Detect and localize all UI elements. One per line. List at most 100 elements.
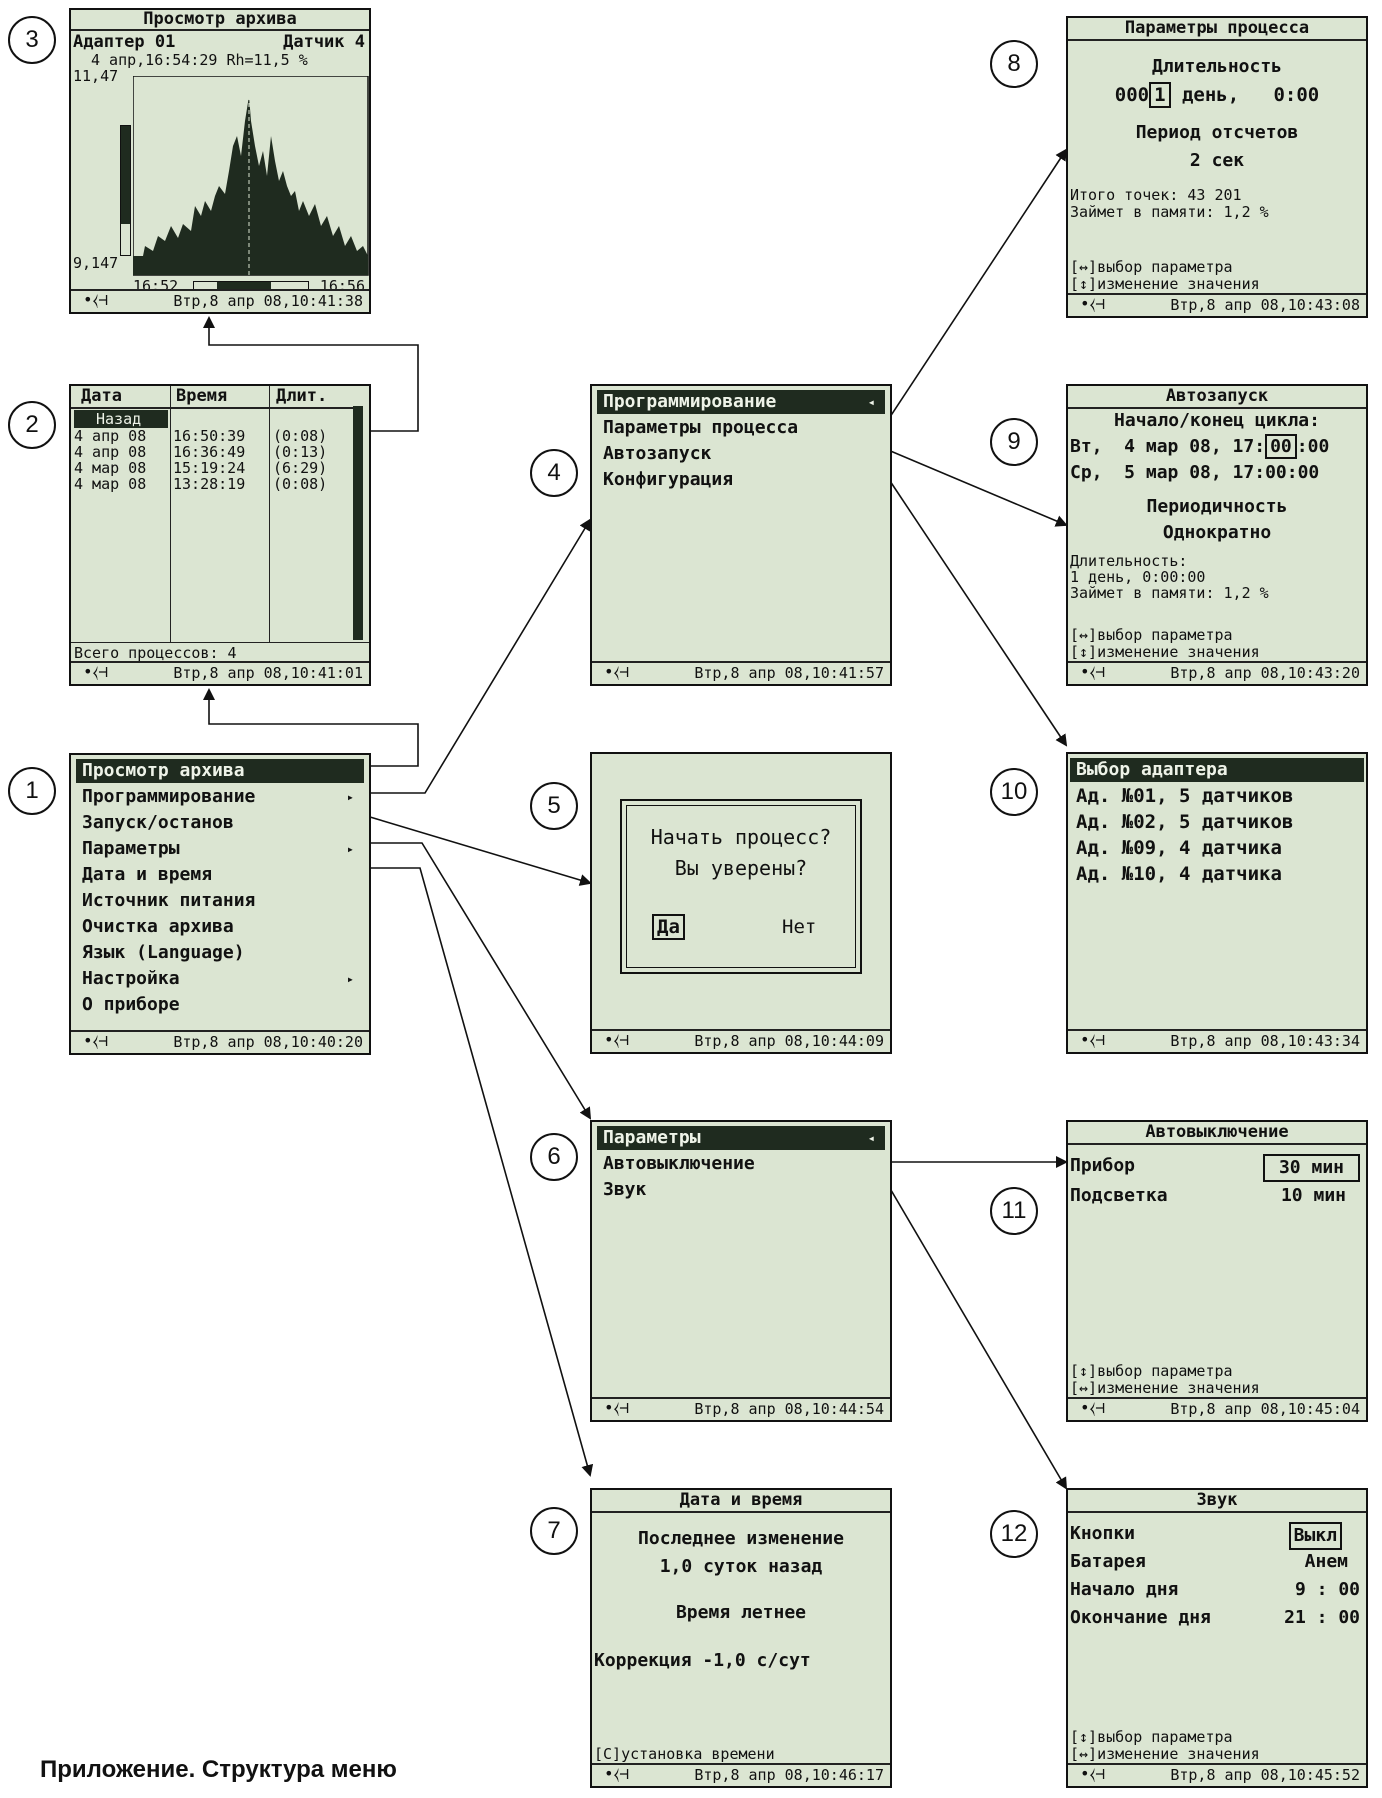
status-bar: •⧼⊣Втр,8 апр 08,10:41:38 — [71, 289, 369, 312]
menu-item-power-source[interactable]: Источник питания — [82, 890, 256, 911]
label-6: 6 — [530, 1133, 578, 1181]
cycle-end[interactable]: Ср, 5 мар 08, 17:00:00 — [1070, 462, 1320, 483]
footer-caption: Приложение. Структура меню — [40, 1756, 397, 1783]
screen-parameters: Параметры◂ Автовыключение Звук •⧼⊣Втр,8 … — [590, 1120, 892, 1422]
status-bar: •⧼⊣Втр,8 апр 08,10:45:52 — [1068, 1763, 1366, 1786]
usb-icon: •⧼⊣ — [83, 1031, 108, 1050]
confirm-question: Начать процесс? — [650, 825, 832, 849]
cycle-cursor[interactable]: 00 — [1265, 434, 1297, 459]
menu-item-configuration[interactable]: Конфигурация — [603, 469, 734, 490]
hint-change: [↔]изменение значения — [1070, 1379, 1260, 1397]
arrow-6-to-12 — [887, 1184, 1068, 1490]
back-arrow-icon: ◂ — [867, 1131, 875, 1145]
submenu-arrow-icon: ▸ — [346, 972, 354, 986]
cycle-start[interactable]: Вт, 4 мар 08, 17:00:00 — [1070, 434, 1330, 459]
hint-select: [↕]выбор параметра — [1070, 1728, 1233, 1746]
label-5: 5 — [530, 782, 578, 830]
screen-title: Параметры процесса — [1068, 18, 1366, 41]
day-start-value[interactable]: 9 : 00 — [1294, 1579, 1360, 1600]
correction[interactable]: Коррекция -1,0 с/сут — [594, 1650, 811, 1671]
period-label: Период отсчетов — [1135, 122, 1299, 143]
table-cell[interactable]: (0:08) — [273, 427, 328, 445]
adapter-item-09[interactable]: Ад. №09, 4 датчика — [1076, 837, 1282, 859]
duration-cursor[interactable]: 1 — [1149, 82, 1171, 108]
menu-item-auto-off[interactable]: Автовыключение — [603, 1153, 755, 1174]
status-bar: •⧼⊣Втр,8 апр 08,10:45:04 — [1068, 1397, 1366, 1420]
archive-graph — [133, 76, 369, 276]
menu-item-settings[interactable]: Настройка▸ — [82, 968, 354, 989]
table-cell[interactable]: (0:13) — [273, 443, 328, 461]
arrow-4-to-8 — [887, 148, 1068, 421]
table-cell[interactable]: 13:28:19 — [173, 475, 246, 493]
total-points: Итого точек: 43 201 — [1070, 186, 1242, 204]
col-header-time: Время — [176, 386, 228, 406]
battery-value[interactable]: Анем — [1304, 1551, 1348, 1572]
scrollbar[interactable] — [353, 406, 363, 640]
summer-time[interactable]: Время летнее — [675, 1602, 807, 1623]
adapter-item-02[interactable]: Ад. №02, 5 датчиков — [1076, 811, 1294, 833]
menu-item-language[interactable]: Язык (Language) — [82, 942, 245, 963]
table-cell[interactable]: 4 мар 08 — [74, 475, 147, 493]
arrow-2-to-3 — [203, 316, 419, 432]
device-timeout[interactable]: 30 мин — [1262, 1154, 1360, 1182]
day-end-value[interactable]: 21 : 00 — [1284, 1607, 1360, 1628]
label-3: 3 — [8, 16, 56, 64]
table-cell[interactable]: 4 апр 08 — [74, 427, 147, 445]
label-2: 2 — [8, 401, 56, 449]
menu-item-process-params[interactable]: Параметры процесса — [603, 417, 799, 438]
status-bar: •⧼⊣Втр,8 апр 08,10:46:17 — [592, 1763, 890, 1786]
table-cell[interactable]: 16:50:39 — [173, 427, 246, 445]
table-cell[interactable]: (6:29) — [273, 459, 328, 477]
table-cell[interactable]: (0:08) — [273, 475, 328, 493]
menu-item-programming[interactable]: Программирование◂ — [597, 390, 885, 414]
adapter-item-10[interactable]: Ад. №10, 4 датчика — [1076, 863, 1282, 885]
table-cell[interactable]: 4 апр 08 — [74, 443, 147, 461]
table-cell[interactable]: 4 мар 08 — [74, 459, 147, 477]
table-cell[interactable]: 15:19:24 — [173, 459, 246, 477]
set-time-hint: [С]установка времени — [594, 1745, 775, 1763]
adapter-item-01[interactable]: Ад. №01, 5 датчиков — [1076, 785, 1294, 807]
hint-select: [↔]выбор параметра — [1070, 258, 1233, 276]
menu-item-parameters[interactable]: Параметры▸ — [82, 838, 354, 859]
menu-item-start-stop[interactable]: Запуск/останов — [82, 812, 234, 833]
screen-title: Автовыключение — [1068, 1122, 1366, 1145]
table-cell[interactable]: 16:36:49 — [173, 443, 246, 461]
status-bar: •⧼⊣Втр,8 апр 08,10:44:54 — [592, 1397, 890, 1420]
menu-item-clear-archive[interactable]: Очистка архива — [82, 916, 234, 937]
y-min-label: 9,147 — [73, 254, 119, 272]
hint-change: [↕]изменение значения — [1070, 275, 1260, 293]
menu-item-sound[interactable]: Звук — [603, 1179, 647, 1200]
menu-item-about[interactable]: О приборе — [82, 994, 180, 1015]
period-value[interactable]: 2 сек — [1189, 150, 1245, 171]
back-arrow-icon: ◂ — [867, 395, 875, 409]
no-button[interactable]: Нет — [782, 916, 817, 938]
arrow-4-to-9 — [887, 449, 1068, 527]
usb-icon: •⧼⊣ — [83, 662, 108, 681]
yes-button[interactable]: Да — [652, 914, 685, 940]
list-item-back[interactable]: Назад — [74, 410, 168, 428]
menu-item-archive[interactable]: Просмотр архива — [76, 759, 364, 783]
menu-item-parameters[interactable]: Параметры◂ — [597, 1126, 885, 1150]
backlight-timeout[interactable]: 10 мин — [1280, 1185, 1346, 1206]
label-11: 11 — [990, 1187, 1038, 1235]
screen-archive-list: Дата Время Длит. Назад 4 апр 08 16:50:39… — [69, 384, 371, 686]
keys-value[interactable]: Выкл — [1288, 1522, 1342, 1550]
menu-item-programming[interactable]: Программирование▸ — [82, 786, 354, 807]
periodicity-value[interactable]: Однократно — [1162, 522, 1272, 543]
menu-item-date-time[interactable]: Дата и время — [82, 864, 213, 885]
menu-item-autostart[interactable]: Автозапуск — [603, 443, 712, 464]
hint-change: [↕]изменение значения — [1070, 643, 1260, 661]
usb-icon: •⧼⊣ — [1080, 662, 1105, 681]
arrow-1-to-2 — [203, 688, 419, 767]
submenu-arrow-icon: ▸ — [346, 790, 354, 804]
sensor-label: Датчик 4 — [283, 32, 365, 52]
status-bar: •⧼⊣Втр,8 апр 08,10:43:08 — [1068, 293, 1366, 316]
